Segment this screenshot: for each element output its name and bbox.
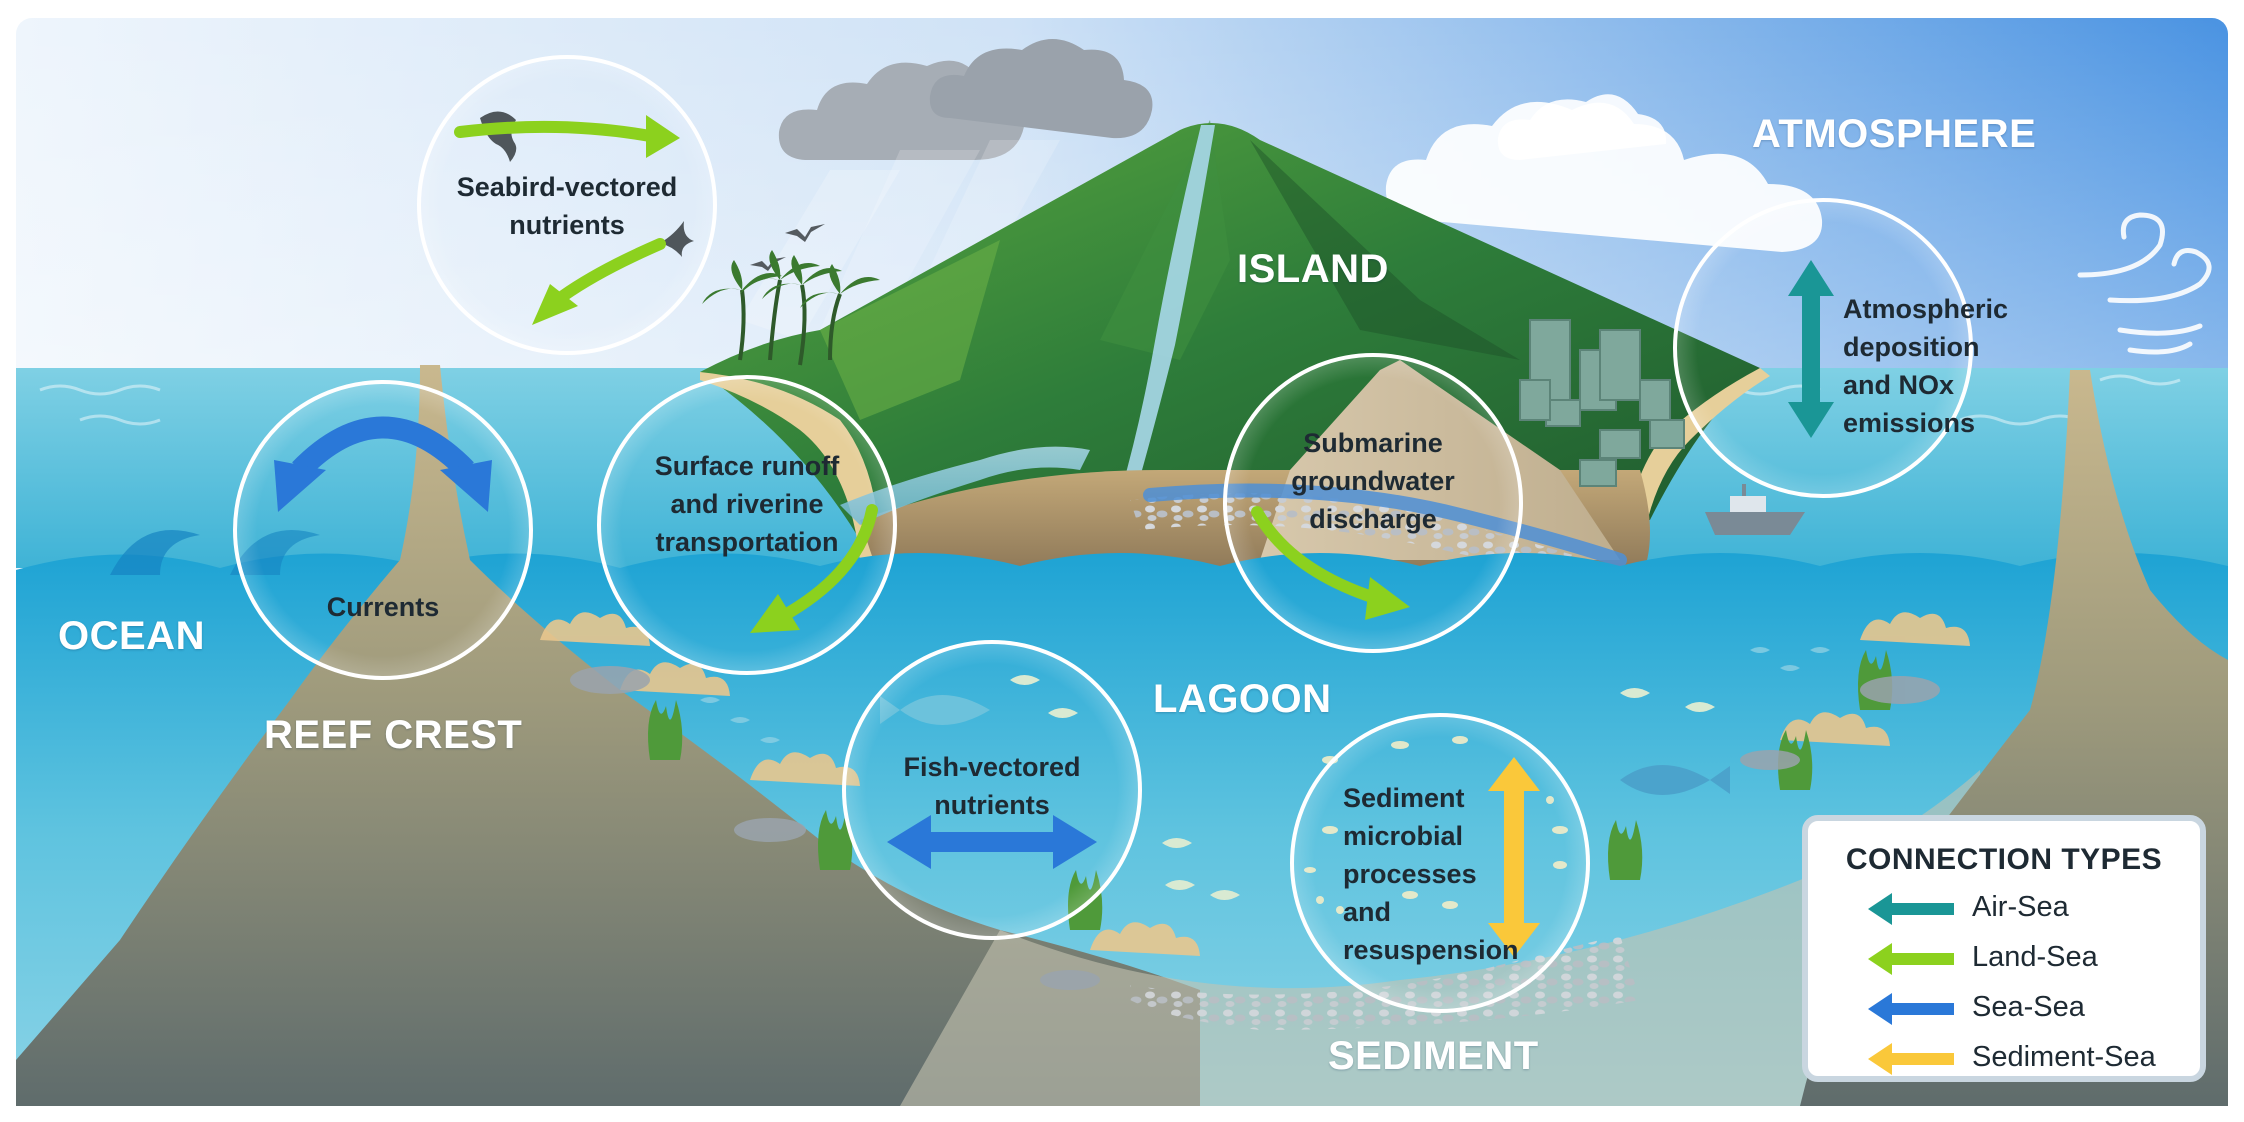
seabird-process-label: Seabird-vectored nutrients — [417, 168, 717, 244]
sediment-label: SEDIMENT — [1328, 1034, 1539, 1079]
legend-label: Air-Sea — [1972, 891, 2069, 924]
arrow-left-icon — [1868, 893, 1954, 925]
arrow-left-icon — [1868, 1043, 1954, 1075]
legend-swatch — [1868, 893, 1954, 925]
currents-process-label: Currents — [283, 588, 483, 626]
arrow-left-icon — [1868, 993, 1954, 1025]
legend-item-land-sea: Land-Sea — [1868, 937, 2188, 981]
legend-label: Land-Sea — [1972, 941, 2098, 974]
groundwater-process-label: Submarine groundwater discharge — [1253, 424, 1493, 538]
atmospheric-process-label: Atmospheric deposition and NOx emissions — [1843, 290, 2008, 442]
runoff-process-label: Surface runoff and riverine transportati… — [617, 447, 877, 561]
fish-process-label: Fish-vectored nutrients — [867, 748, 1117, 824]
legend-label: Sediment-Sea — [1972, 1041, 2156, 1074]
connection-types-legend: CONNECTION TYPES Air-Sea Land-Sea Sea-Se… — [1802, 815, 2206, 1082]
atmosphere-label: ATMOSPHERE — [1752, 112, 2036, 157]
reef-crest-label: REEF CREST — [264, 713, 522, 758]
lagoon-label: LAGOON — [1153, 677, 1332, 722]
legend-title: CONNECTION TYPES — [1808, 843, 2200, 877]
island-label: ISLAND — [1237, 247, 1389, 292]
legend-item-sea-sea: Sea-Sea — [1868, 987, 2188, 1031]
legend-swatch — [1868, 993, 1954, 1025]
legend-item-sediment-sea: Sediment-Sea — [1868, 1037, 2188, 1081]
arrow-left-icon — [1868, 943, 1954, 975]
legend-label: Sea-Sea — [1972, 991, 2085, 1024]
sediment-process-label: Sediment microbial processes and resuspe… — [1343, 779, 1519, 969]
legend-swatch — [1868, 943, 1954, 975]
legend-item-air-sea: Air-Sea — [1868, 887, 2188, 931]
ocean-label: OCEAN — [58, 614, 205, 659]
legend-swatch — [1868, 1043, 1954, 1075]
